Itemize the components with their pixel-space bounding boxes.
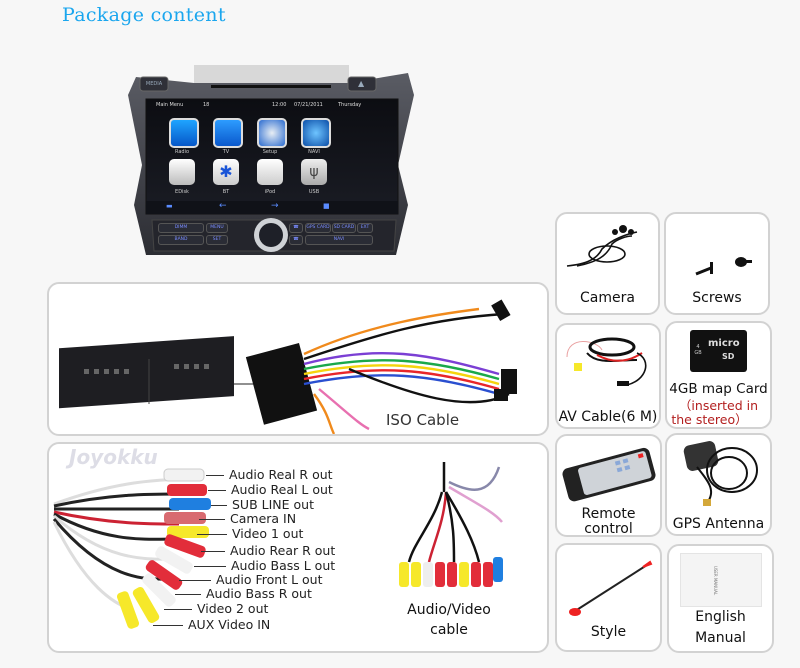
app-label: Setup [262,149,278,155]
item-label: Screws [692,290,742,306]
status-date: 07/21/2011 [294,102,323,108]
item-note: the stereo） [671,412,748,427]
radio-app-icon[interactable] [169,118,199,148]
item-label: Remote [581,506,636,522]
app-label: Radio [174,149,190,155]
ext-button[interactable]: EXT [357,223,373,233]
output-label: SUB LINE out [211,498,314,511]
app-label: EDisk [175,189,189,195]
screws-image [695,257,752,276]
bluetooth-app-icon[interactable]: ✱ [213,159,239,185]
tv-app-icon[interactable] [213,118,243,148]
output-label: Video 2 out [164,602,268,615]
output-label: AUX Video IN [153,618,270,631]
call-icon[interactable]: ☎ [289,223,303,233]
dimm-button[interactable]: DIMM [158,223,204,233]
app-label: TV [222,149,230,155]
app-label: USB [308,189,320,195]
iso-cable-image [59,299,517,434]
manual-image: USER MANUAL [680,553,762,607]
rca-connectors-image [52,468,211,629]
watermark: Joyokku [69,445,158,469]
item-label: GPS Antenna [672,516,765,532]
output-label: Audio Real L out [208,483,333,496]
eject-icon[interactable]: ▲ [358,79,365,88]
output-label: Audio Rear R out [201,544,335,557]
navi-app-icon[interactable] [301,118,331,148]
stereo-unit-image: MEDIA ▲ Main Menu 18 12:00 07/21/2011 Th… [126,55,416,270]
av-cable-bundle-image [399,462,503,587]
av-cable-box: Joyokku Audio Real R out Audio Real L ou… [47,442,549,653]
sd-card-button[interactable]: SD CARD [332,223,356,233]
arrow-left-icon[interactable]: ← [219,201,227,211]
manual-cover-text: USER MANUAL [713,565,719,596]
item-av-cable: AV Cable(6 M) [555,323,661,429]
setup-app-icon[interactable] [257,118,287,148]
home-icon[interactable]: ▬ [166,202,173,210]
av-cable-6m-image [566,337,647,386]
item-gps-antenna: GPS Antenna [665,433,772,536]
status-time: 12:00 [272,102,287,108]
camera-image [566,225,638,267]
iso-cable-label: ISO Cable [386,411,460,429]
set-button[interactable]: SET [206,235,228,245]
item-label: AV Cable(6 M) [558,409,658,425]
item-note: （inserted in [678,398,759,413]
menu-button[interactable]: MENU [206,223,228,233]
item-screws: Screws [664,212,770,315]
item-label: 4GB map Card [669,381,768,397]
media-button[interactable]: MEDIA [145,81,163,87]
square-icon[interactable]: ■ [323,202,330,210]
status-number: 18 [203,102,210,108]
status-day: Thursday [338,102,362,108]
edisk-app-icon[interactable] [169,159,195,185]
item-label: control [584,521,633,537]
app-label: iPod [264,189,276,195]
item-remote: Remote control [555,434,662,537]
item-camera: Camera [555,212,660,315]
sd-card-image: 4 GB micro SD [690,330,747,372]
output-label: Audio Real R out [206,468,333,481]
iso-cable-box: ISO Cable [47,282,549,436]
item-manual: USER MANUAL English Manual [667,544,774,653]
gps-card-button[interactable]: GPS CARD [305,223,331,233]
navi-button[interactable]: NAVI [305,235,373,245]
item-label: Camera [580,290,635,306]
av-cable-label-line1: Audio/Video [407,602,491,618]
page-title: Package content [62,4,226,26]
sd-size-text: 4 GB [694,344,702,356]
item-label: English [695,609,746,625]
output-label: Audio Bass L out [194,559,335,572]
av-cable-label-line2: cable [430,622,468,638]
ipod-app-icon[interactable] [257,159,283,185]
output-label: Audio Bass R out [175,587,312,600]
volume-knob[interactable] [259,223,283,247]
item-label: Manual [695,630,746,646]
item-label: Style [590,624,627,640]
stylus-image [569,560,653,616]
sd-logo-text: micro [708,338,740,349]
output-label: Video 1 out [197,527,303,540]
usb-app-icon[interactable]: ψ [301,159,327,185]
app-label: NAVI [308,149,320,155]
arrow-right-icon[interactable]: → [271,201,279,211]
gps-antenna-image [683,441,758,506]
hangup-icon[interactable]: ☎ [289,235,303,245]
output-label: Camera IN [199,512,296,525]
app-label: BT [222,189,230,195]
remote-image [562,447,656,502]
sd-logo-sub: SD [722,352,735,361]
item-stylus: Style [555,543,662,652]
status-main-menu: Main Menu [156,102,184,108]
output-label: Audio Front L out [179,573,323,586]
item-map-card: 4 GB micro SD 4GB map Card （inserted in … [665,321,772,429]
band-button[interactable]: BAND [158,235,204,245]
